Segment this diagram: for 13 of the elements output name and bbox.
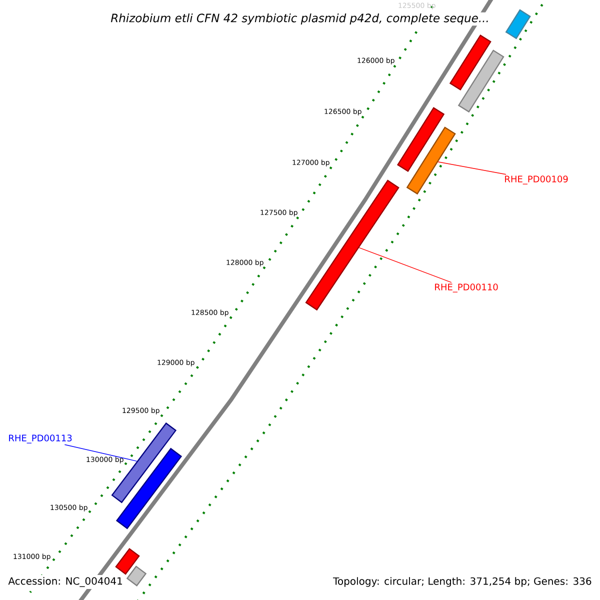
leader-line [64,444,138,462]
footer-text: Topology: circular; Length: 371,254 bp; Genes: 336 [331,575,594,589]
gene-label: RHE_PD00109 [505,176,568,184]
leader-line [438,162,506,175]
leader-line [358,247,452,283]
gene-bar [505,9,531,40]
gene-bar [406,126,456,195]
title: Rhizobium etli CFN 42 symbiotic plasmid p42d, complete seque... [110,12,490,26]
gene-bar [305,180,400,311]
gene-label: RHE_PD00110 [435,284,498,292]
gene-bar [458,50,504,113]
gene-label: RHE_PD00113 [9,434,72,444]
footer-text: Accession: NC_004041 [6,575,125,589]
